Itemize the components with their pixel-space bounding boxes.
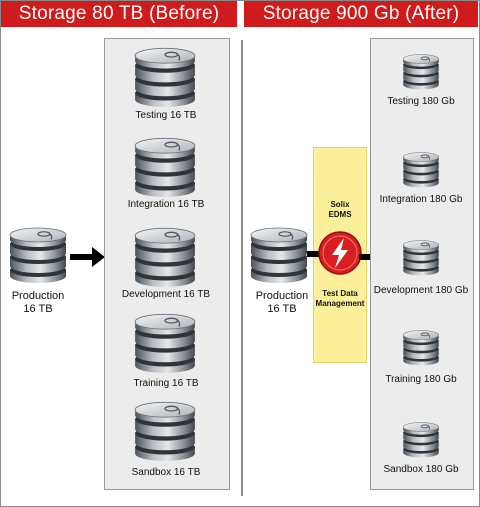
integration-label-after: Integration 180 Gb [379, 194, 463, 205]
production-database-icon-before [8, 224, 68, 284]
solix-subtitle-line2: Management [315, 299, 365, 308]
training-database-icon-after [402, 328, 440, 366]
testing-label-before: Testing 16 TB [135, 110, 197, 121]
sandbox-database-icon-before [133, 398, 197, 462]
integration-label-before: Integration 16 TB [127, 199, 205, 210]
training-label-before: Training 16 TB [133, 378, 199, 389]
lightning-bolt-icon [318, 231, 362, 275]
sandbox-label-after: Sandbox 180 Gb [383, 464, 459, 475]
sandbox-database-icon-after [402, 420, 440, 458]
solix-title-line2: EDMS [328, 210, 352, 219]
training-database-icon-before [133, 310, 197, 374]
development-database-icon-before [133, 224, 197, 288]
production-name-before: Production [11, 290, 65, 302]
development-label-before: Development 16 TB [121, 289, 211, 300]
solix-title: Solix EDMS [313, 200, 367, 220]
header-after: Storage 900 Gb (After) [244, 1, 478, 27]
integration-database-icon-before [133, 134, 197, 198]
arrow-right-icon-before [70, 247, 105, 267]
testing-label-after: Testing 180 Gb [387, 96, 455, 107]
production-name-after: Production [255, 290, 309, 302]
training-label-after: Training 180 Gb [385, 374, 457, 385]
sandbox-label-before: Sandbox 16 TB [131, 467, 201, 478]
integration-database-icon-after [402, 150, 440, 188]
testing-database-icon-after [402, 52, 440, 90]
production-database-icon-after [249, 224, 309, 284]
testing-database-icon-before [133, 44, 197, 108]
production-size-before: 16 TB [23, 303, 53, 315]
solix-title-line1: Solix [330, 200, 350, 209]
connector-production-to-solix [307, 251, 319, 257]
development-database-icon-after [402, 238, 440, 276]
solix-subtitle-line1: Test Data [322, 289, 358, 298]
header-before: Storage 80 TB (Before) [1, 1, 237, 27]
development-label-after: Development 180 Gb [373, 285, 469, 296]
production-size-after: 16 TB [267, 303, 297, 315]
production-label-after: Production 16 TB [244, 290, 320, 316]
section-divider [241, 40, 243, 496]
solix-subtitle: Test Data Management [313, 289, 367, 309]
production-label-before: Production 16 TB [0, 290, 76, 316]
